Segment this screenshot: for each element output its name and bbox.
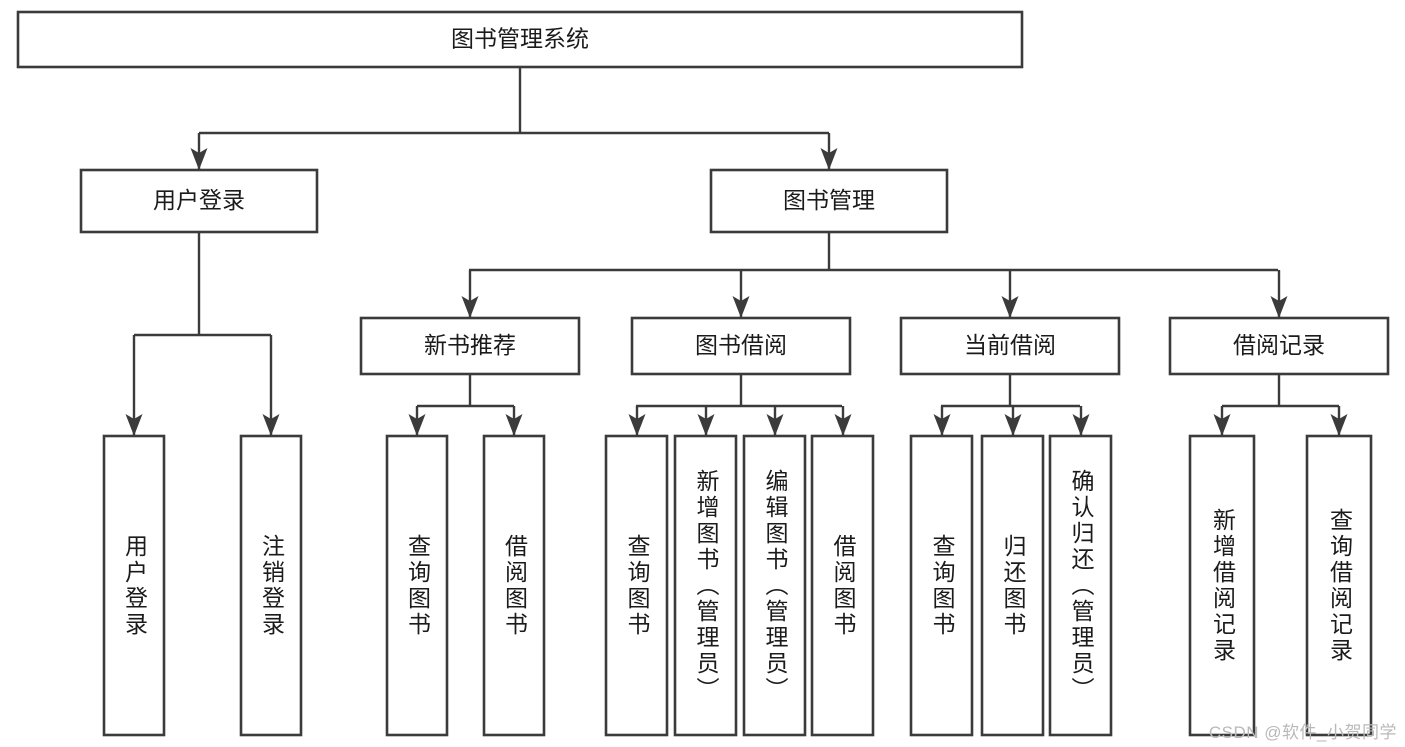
node-level3-node-借阅记录[interactable]: 借阅记录 bbox=[1168, 316, 1390, 376]
node-box[interactable] bbox=[239, 434, 303, 737]
node-leaf-node-新增图书管理员[interactable] bbox=[673, 434, 738, 737]
node-level3-node-当前借阅[interactable]: 当前借阅 bbox=[899, 316, 1121, 376]
node-leaf-node-编辑图书管理员[interactable] bbox=[742, 434, 807, 737]
node-label: 借阅记录 bbox=[1233, 332, 1325, 358]
node-label: 当前借阅 bbox=[964, 332, 1056, 358]
node-box[interactable] bbox=[1305, 434, 1373, 737]
node-leaf-node-注销登录[interactable] bbox=[239, 434, 303, 737]
node-leaf-node-查询借阅记录[interactable] bbox=[1305, 434, 1373, 737]
node-leaf-node-借阅图书[interactable] bbox=[482, 434, 546, 737]
node-label: 图书管理 bbox=[783, 187, 875, 213]
node-root-system[interactable]: 图书管理系统 bbox=[16, 10, 1024, 69]
node-box[interactable] bbox=[630, 316, 852, 376]
arrow-head-icon bbox=[408, 414, 426, 436]
arrow-head-icon bbox=[834, 414, 852, 436]
arrow-head-icon bbox=[732, 296, 750, 318]
node-label: 新书推荐 bbox=[424, 332, 516, 358]
arrow-head-icon bbox=[1001, 296, 1019, 318]
node-box[interactable] bbox=[16, 10, 1024, 69]
arrow-head-icon bbox=[766, 414, 784, 436]
node-leaf-node-查询图书[interactable] bbox=[385, 434, 449, 737]
node-box[interactable] bbox=[359, 316, 581, 376]
arrow-head-icon bbox=[190, 148, 208, 170]
node-box[interactable] bbox=[909, 434, 974, 737]
arrow-head-icon bbox=[1213, 414, 1231, 436]
arrow-head-icon bbox=[505, 414, 523, 436]
node-leaf-node-查询图书[interactable] bbox=[909, 434, 974, 737]
node-level3-node-图书借阅[interactable]: 图书借阅 bbox=[630, 316, 852, 376]
node-box[interactable] bbox=[673, 434, 738, 737]
node-label: 用户登录 bbox=[153, 187, 245, 213]
node-level2-node-图书管理[interactable]: 图书管理 bbox=[709, 168, 949, 234]
csdn-watermark: CSDN @软件_小贺同学 bbox=[1208, 723, 1397, 742]
node-box[interactable] bbox=[1048, 434, 1113, 737]
node-level2-node-用户登录[interactable]: 用户登录 bbox=[79, 168, 319, 234]
arrow-head-icon bbox=[125, 414, 143, 436]
node-box[interactable] bbox=[899, 316, 1121, 376]
arrow-head-icon bbox=[262, 414, 280, 436]
connector-layer bbox=[125, 67, 1348, 436]
node-label: 图书管理系统 bbox=[451, 26, 589, 52]
node-box[interactable] bbox=[980, 434, 1045, 737]
arrow-head-icon bbox=[1072, 414, 1090, 436]
node-leaf-node-借阅图书[interactable] bbox=[810, 434, 875, 737]
arrow-head-icon bbox=[461, 296, 479, 318]
node-box[interactable] bbox=[385, 434, 449, 737]
node-box[interactable] bbox=[810, 434, 875, 737]
node-leaf-node-确认归还管理员[interactable] bbox=[1048, 434, 1113, 737]
arrow-head-icon bbox=[1004, 414, 1022, 436]
arrow-head-icon bbox=[697, 414, 715, 436]
node-box[interactable] bbox=[742, 434, 807, 737]
node-label: 图书借阅 bbox=[695, 332, 787, 358]
node-leaf-node-归还图书[interactable] bbox=[980, 434, 1045, 737]
arrow-head-icon bbox=[628, 414, 646, 436]
arrow-head-icon bbox=[1330, 414, 1348, 436]
arrow-head-icon bbox=[933, 414, 951, 436]
node-box[interactable] bbox=[604, 434, 669, 737]
node-box[interactable] bbox=[482, 434, 546, 737]
arrow-head-icon bbox=[1270, 296, 1288, 318]
node-box[interactable] bbox=[1168, 316, 1390, 376]
node-leaf-node-查询图书[interactable] bbox=[604, 434, 669, 737]
node-level3-node-新书推荐[interactable]: 新书推荐 bbox=[359, 316, 581, 376]
node-box[interactable] bbox=[79, 168, 319, 234]
node-box[interactable] bbox=[102, 434, 166, 737]
node-box[interactable] bbox=[1188, 434, 1256, 737]
node-leaf-node-用户登录[interactable] bbox=[102, 434, 166, 737]
node-box[interactable] bbox=[709, 168, 949, 234]
node-leaf-node-新增借阅记录[interactable] bbox=[1188, 434, 1256, 737]
arrow-head-icon bbox=[820, 148, 838, 170]
